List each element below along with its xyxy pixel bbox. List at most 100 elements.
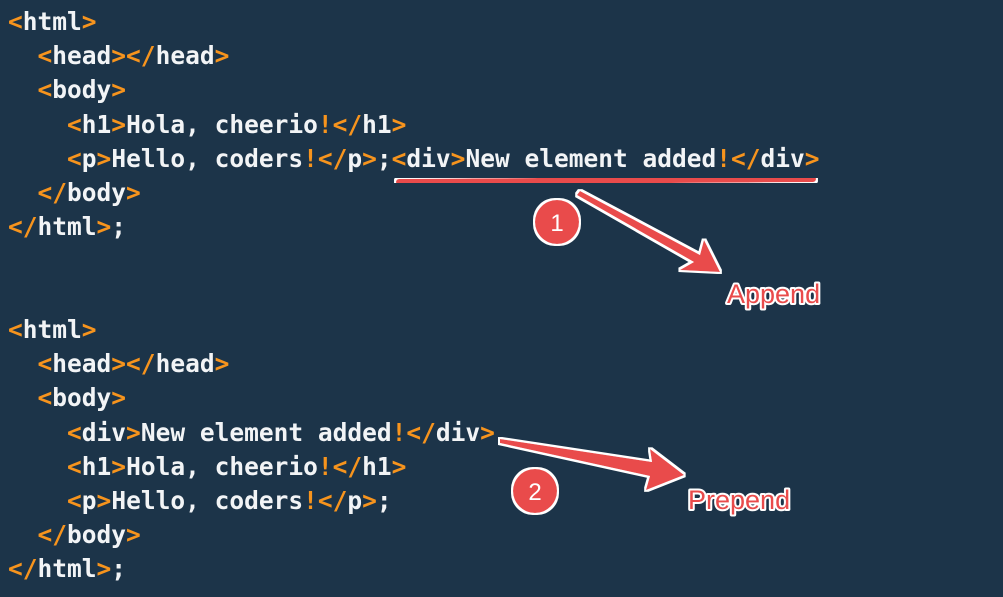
step-number-1: 1 xyxy=(550,210,563,237)
code-punctuation: > xyxy=(126,178,141,208)
code-text: ; xyxy=(111,554,127,584)
code-punctuation: > xyxy=(111,109,127,139)
code-text: html xyxy=(22,7,82,36)
code-text: h1 xyxy=(362,451,392,481)
code-line: </html>; xyxy=(8,212,126,241)
code-text: ; xyxy=(111,212,127,242)
code-text: head xyxy=(52,349,112,379)
code-punctuation: > xyxy=(214,41,230,71)
step-badge-1 xyxy=(535,200,579,244)
code-text: h1 xyxy=(81,451,112,481)
code-punctuation: < xyxy=(37,383,53,413)
step-number-2: 2 xyxy=(528,479,541,506)
code-line: <p>Hello, coders!</p>; xyxy=(8,486,392,515)
code-line: </body> xyxy=(8,178,141,207)
code-text: ; xyxy=(376,486,392,516)
code-punctuation: > xyxy=(81,7,97,36)
code-text: Hola, cheerio xyxy=(126,451,318,481)
code-line: <body> xyxy=(8,75,127,105)
code-block-append: <html> <head></head> <body> <h1>Hola, ch… xyxy=(8,5,820,244)
code-text: h1 xyxy=(81,109,112,139)
code-punctuation: < xyxy=(37,75,53,105)
code-block-prepend: <html> <head></head> <body> <div>New ele… xyxy=(8,313,495,587)
underline-appended-div xyxy=(396,176,816,185)
code-punctuation: < xyxy=(67,486,82,516)
code-punctuation: ></ xyxy=(111,349,156,379)
prepend-label: Prepend xyxy=(688,485,790,515)
code-line: <html> xyxy=(8,315,97,344)
code-text: Hello, coders xyxy=(111,486,304,516)
code-punctuation: > xyxy=(391,109,407,139)
code-punctuation: < xyxy=(67,417,82,447)
code-text: head xyxy=(52,41,112,71)
code-punctuation: > xyxy=(362,143,377,173)
code-text: h1 xyxy=(362,109,392,139)
code-line: <p>Hello, coders!</p>;<div>New element a… xyxy=(8,143,820,173)
step-badge-2 xyxy=(513,469,557,513)
code-text: New element added xyxy=(465,143,717,173)
code-text: html xyxy=(22,315,82,344)
code-punctuation: </ xyxy=(8,212,38,242)
code-punctuation: > xyxy=(362,486,377,516)
code-punctuation: > xyxy=(81,315,97,344)
code-line: <body> xyxy=(8,383,127,413)
code-punctuation: </ xyxy=(8,554,38,584)
code-punctuation: > xyxy=(480,417,495,447)
arrow-prepend xyxy=(500,439,684,490)
code-line: </html>; xyxy=(8,554,126,583)
code-punctuation: < xyxy=(8,315,23,344)
code-text: p xyxy=(81,486,97,516)
code-text: body xyxy=(67,520,127,550)
code-punctuation: > xyxy=(804,143,820,173)
code-line: </body> xyxy=(8,520,141,549)
code-punctuation: !</ xyxy=(716,143,761,173)
code-line: <div>New element added!</div> xyxy=(8,418,495,447)
code-punctuation: > xyxy=(96,554,112,584)
code-text: New element added xyxy=(140,417,392,447)
code-punctuation: ></ xyxy=(111,41,156,71)
code-line: <h1>Hola, cheerio!</h1> xyxy=(8,452,406,481)
code-text: html xyxy=(37,554,97,584)
arrow-append xyxy=(577,191,720,272)
code-punctuation: !</ xyxy=(317,451,363,481)
code-punctuation: < xyxy=(37,41,53,71)
code-punctuation: < xyxy=(67,451,82,481)
code-punctuation: !</ xyxy=(303,143,348,173)
code-punctuation: !</ xyxy=(303,486,348,516)
code-punctuation: </ xyxy=(37,178,68,208)
code-line: <html> xyxy=(8,7,97,36)
code-line: <head></head> xyxy=(8,41,230,71)
code-punctuation: > xyxy=(126,417,141,447)
code-line: <head></head> xyxy=(8,349,230,379)
code-punctuation: < xyxy=(391,143,407,173)
code-text: div xyxy=(435,417,481,447)
code-punctuation: > xyxy=(111,451,127,481)
code-text: div xyxy=(406,143,451,173)
code-punctuation: < xyxy=(67,143,82,173)
code-punctuation: > xyxy=(96,486,112,516)
code-punctuation: > xyxy=(96,212,112,242)
code-text: div xyxy=(81,417,127,447)
append-label: Append xyxy=(727,279,820,309)
code-punctuation: > xyxy=(214,349,230,379)
code-text: html xyxy=(37,212,97,242)
code-text: body xyxy=(52,383,112,413)
code-punctuation: > xyxy=(111,75,127,105)
code-text: p xyxy=(347,486,363,516)
code-punctuation: > xyxy=(391,451,407,481)
code-text: body xyxy=(67,178,127,208)
code-text: Hello, coders xyxy=(111,143,304,173)
code-punctuation: > xyxy=(96,143,112,173)
code-punctuation: < xyxy=(37,349,53,379)
code-text: body xyxy=(52,75,112,105)
code-text: ; xyxy=(376,143,392,173)
code-punctuation: > xyxy=(126,520,141,550)
code-punctuation: !</ xyxy=(391,417,436,447)
code-text: p xyxy=(81,143,97,173)
code-text: Hola, cheerio xyxy=(126,109,318,139)
code-punctuation: < xyxy=(67,109,82,139)
code-punctuation: </ xyxy=(37,520,68,550)
code-punctuation: !</ xyxy=(317,109,363,139)
code-punctuation: > xyxy=(450,143,466,173)
